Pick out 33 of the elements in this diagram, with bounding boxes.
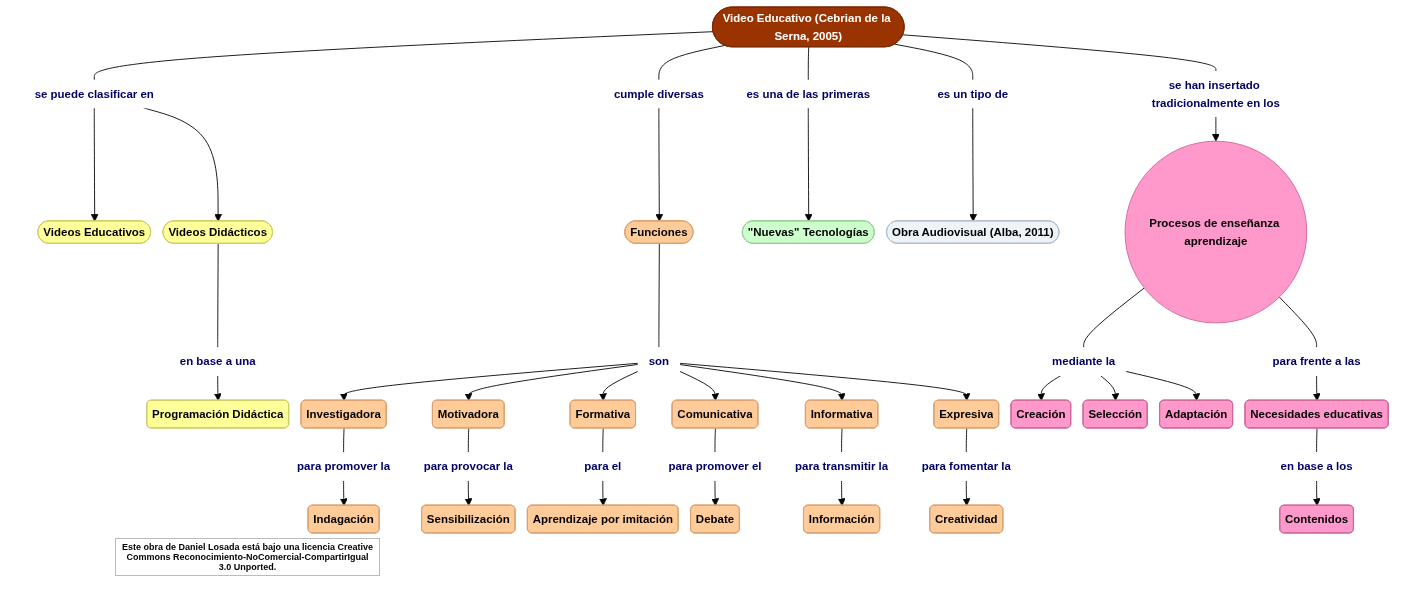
node-text: para fomentar la xyxy=(921,459,1011,473)
connector xyxy=(841,427,843,454)
connector xyxy=(217,243,219,349)
node-circle: Procesos de enseñanza aprendizaje xyxy=(1124,140,1308,324)
node-text: para provocar la xyxy=(423,459,513,473)
connector xyxy=(1278,296,1317,349)
connector xyxy=(1316,427,1318,454)
node-text: para promover la xyxy=(296,459,391,473)
connector xyxy=(1083,287,1145,349)
node-text: cumple diversas xyxy=(613,87,704,101)
node-text: son xyxy=(648,354,669,368)
node-text: para transmitir la xyxy=(794,459,888,473)
node-text: para frente a las xyxy=(1272,354,1361,368)
connector xyxy=(467,427,470,454)
connector xyxy=(343,427,345,454)
node-text: se han insertado tradicionalmente en los xyxy=(1151,78,1280,109)
node-text: en base a una xyxy=(179,354,256,368)
node-text: mediante la xyxy=(1051,354,1116,368)
connector xyxy=(894,43,974,81)
node-text: es un tipo de xyxy=(937,87,1008,101)
connector xyxy=(93,31,714,81)
connector xyxy=(807,46,810,81)
connector xyxy=(658,45,725,81)
connector xyxy=(902,34,1217,72)
connector xyxy=(965,427,968,454)
node-text: es una de las primeras xyxy=(746,87,870,101)
connector xyxy=(714,427,716,454)
node-text: para promover el xyxy=(668,459,762,473)
node-text: en base a los xyxy=(1280,459,1353,473)
node-text: se puede clasificar en xyxy=(34,87,154,101)
license-note: Este obra de Daniel Losada está bajo una licencia Creative Commons Reconocimiento-NoComercial-CompartirIgual 3.0 Unported. xyxy=(115,538,380,576)
node-text: para el xyxy=(584,459,622,473)
connector xyxy=(658,243,660,349)
